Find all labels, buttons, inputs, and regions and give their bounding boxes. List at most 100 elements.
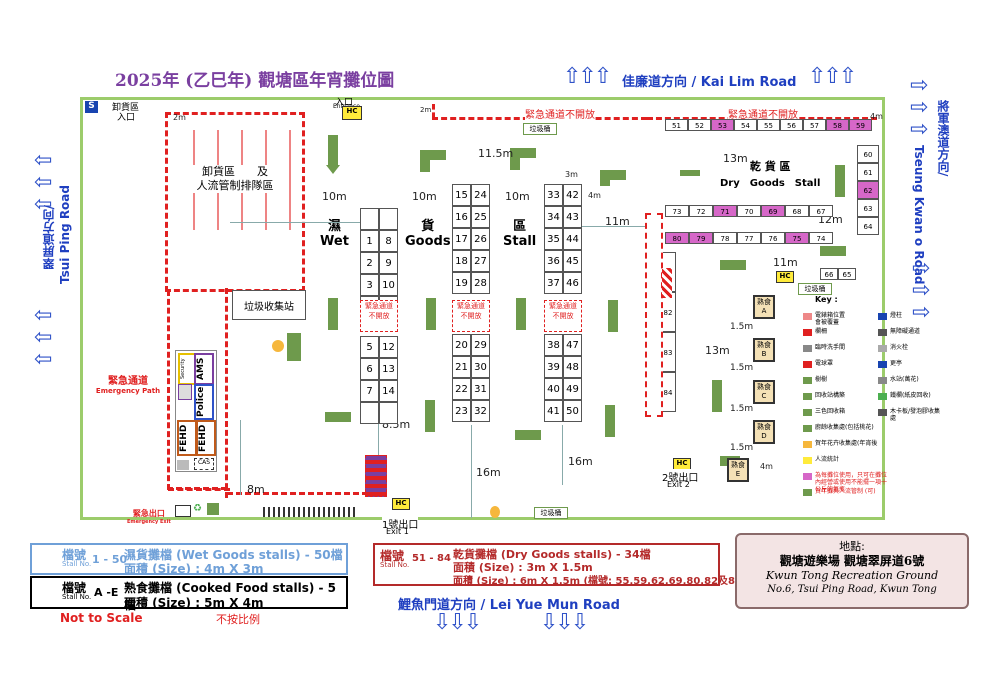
key-title: Key : [815, 295, 838, 304]
dim-label: 1.5m [730, 404, 754, 414]
cooked-food-stall: 熟食 B [753, 338, 775, 362]
legend-dry-size1: 面積 (Size) : 3m X 1.5m [453, 561, 593, 574]
wet-stall: 47 [563, 334, 582, 356]
key-item: 燈柱 [890, 312, 903, 319]
key-item: 賀年花卉收集處(年宵後 [815, 440, 878, 447]
dim-label: 16m [476, 466, 501, 479]
key-item: 欄柵 [815, 328, 828, 335]
dim-label: 11m [605, 215, 630, 228]
key-swatch [803, 473, 812, 480]
wet-stall: 41 [544, 400, 563, 422]
road-arrow-icon: ⇩⇩⇩ [433, 610, 482, 635]
wet-stall: 49 [563, 378, 582, 400]
road-arrow-icon: ⇧⇧⇧ [808, 64, 857, 89]
key-item: 鐵欄(紙皮回收) [890, 392, 931, 399]
dry-stall: 67 [809, 205, 833, 217]
dim-label: 4m [588, 191, 601, 200]
location-en1: Kwun Tong Recreation Ground [765, 569, 939, 582]
key-swatch [803, 441, 812, 448]
police-booth: Police [194, 384, 214, 420]
entrance-s-label2: 入口 [117, 113, 136, 123]
wet-stall: 28 [471, 272, 490, 294]
dry-zone-en: Dry Goods Stall [720, 178, 821, 189]
dim-label: 2m [173, 113, 186, 122]
dry-stall: 69 [761, 205, 785, 217]
wet-stall: 31 [471, 378, 490, 400]
wet-stall: 10 [379, 274, 398, 296]
legend-dry-size2: 面積 (Size) : 6m X 1.5m (檔號: 55,59,62,69,8… [453, 576, 747, 587]
dim-label: 2m [420, 106, 432, 114]
flower-icon [490, 506, 500, 518]
wet-stall: 20 [452, 334, 471, 356]
wet-stall: 37 [544, 272, 563, 294]
flow-arrow-icon [680, 170, 700, 176]
fehd-booth-1: FEHD [177, 420, 197, 456]
dry-stall: 56 [780, 119, 803, 131]
dry-stall: 68 [785, 205, 809, 217]
flow-arrow-icon [425, 400, 435, 432]
fehd-booth-2: FEHD [196, 420, 216, 456]
refuse-bin: 垃圾桶 [523, 123, 557, 135]
key-swatch [878, 329, 887, 336]
key-swatch [803, 377, 812, 384]
dim-label: 11m [773, 256, 798, 269]
wet-stall: 8 [379, 230, 398, 252]
wet-zone-zh: 濕 [327, 219, 341, 234]
legend-cooked-label: 檔號 [62, 581, 87, 595]
wet-stall: 35 [544, 228, 563, 250]
flow-arrow-icon [426, 298, 436, 330]
road-arrow-icon: ⇧⇧⇧ [563, 64, 612, 89]
emergency-path-en: Emergency Path [95, 387, 161, 395]
recycle-station [287, 333, 301, 361]
emergency-no-open-1: 緊急通道不開放 [525, 106, 595, 121]
dim-label: 13m [705, 344, 730, 357]
cooked-food-stall: 熟食 A [753, 295, 775, 319]
key-item: 樹樹 [815, 376, 828, 383]
flower-icon [272, 340, 284, 352]
dry-stall: 57 [803, 119, 826, 131]
dry-stall: 66 [820, 268, 838, 280]
wet-stall: 42 [563, 184, 582, 206]
dry-stall: 62 [857, 181, 879, 199]
wet-stall: 9 [379, 252, 398, 274]
key-swatch [878, 361, 887, 368]
dry-stall: 73 [665, 205, 689, 217]
key-item: 電球罩 [815, 360, 834, 367]
dry-stall: 70 [737, 205, 761, 217]
dry-stall: 54 [734, 119, 757, 131]
flow-arrow-icon [510, 148, 536, 158]
key-item: 水站(萬花) [890, 376, 919, 383]
key-swatch [878, 313, 887, 320]
wet-stall [360, 402, 379, 424]
exit-1-en: Exit 1 [386, 527, 409, 536]
legend-cooked-range: A -E [94, 586, 119, 599]
key-swatch [878, 409, 887, 416]
wet-stall: 26 [471, 228, 490, 250]
wet-stall: 19 [452, 272, 471, 294]
wet-stall: 21 [452, 356, 471, 378]
wet-stall: 12 [379, 336, 398, 358]
dim-label: 10m [322, 190, 347, 203]
dim-label: 3m [565, 170, 578, 179]
wet-stall: 6 [360, 358, 379, 380]
dry-stall: 77 [737, 232, 761, 244]
key-item: 木卡板/發泡膠收集處 [890, 408, 941, 422]
dry-stall: 58 [826, 119, 849, 131]
hc-counter-icon: HC [776, 271, 794, 283]
key-item: 廚餘收集處(包括桃花) [815, 424, 874, 431]
legend-wet-range: 1 - 50 [92, 553, 128, 566]
key-swatch [803, 361, 812, 368]
location-scroll: 地點: 觀塘遊樂場 觀塘翠屏道6號 Kwun Tong Recreation G… [735, 533, 969, 609]
road-north: 佳廉道方向 / Kai Lim Road [622, 75, 797, 90]
cooked-food-stall: 熟食 E [727, 458, 749, 482]
entrance-gate [365, 455, 387, 497]
wet-stall: 32 [471, 400, 490, 422]
recycle-bins-icon [207, 503, 219, 515]
key-swatch [803, 393, 812, 400]
recycle-icon: ♻ [193, 503, 202, 514]
wet-stall: 23 [452, 400, 471, 422]
